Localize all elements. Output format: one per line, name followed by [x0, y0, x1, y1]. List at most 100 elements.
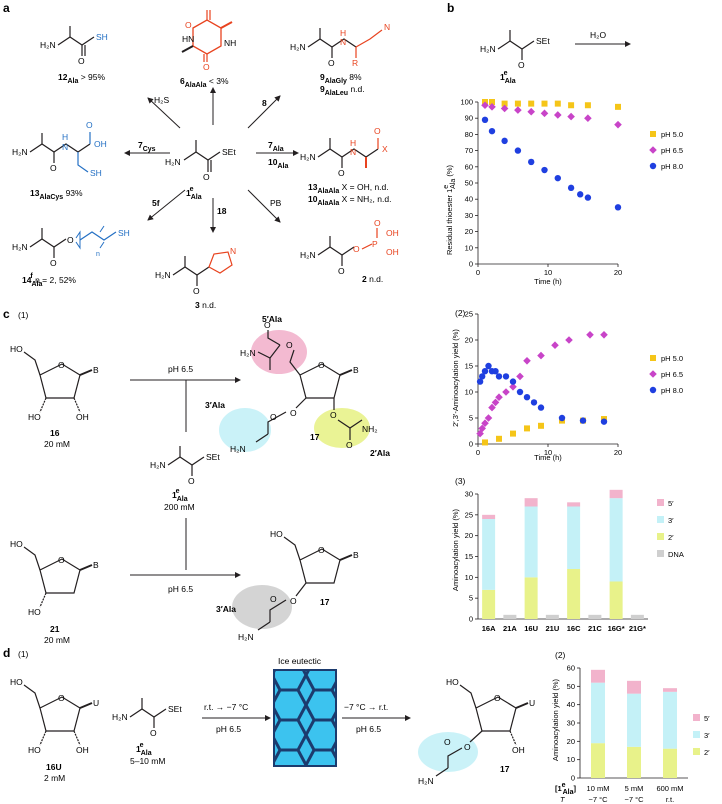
svg-text:OH: OH	[386, 247, 399, 257]
svg-text:pH 6.5: pH 6.5	[168, 364, 193, 374]
data-point	[523, 357, 531, 365]
data-point	[600, 331, 608, 339]
legend-label: pH 5.0	[661, 130, 683, 139]
svg-text:13AlaAla X = OH, n.d.: 13AlaAla X = OH, n.d.	[308, 182, 389, 195]
panel-c1-scheme: O HO B HO OH 16 20 mM pH 6.5 H₂N O SEt 1…	[10, 314, 390, 645]
svg-text:O: O	[58, 693, 65, 703]
data-point	[476, 429, 484, 438]
data-point	[568, 102, 575, 109]
data-point	[554, 100, 561, 107]
data-point	[584, 102, 591, 109]
panel-label-a: a	[3, 1, 10, 15]
legend-marker	[649, 386, 657, 394]
svg-text:R: R	[352, 58, 358, 68]
y-tick-label: 0	[571, 774, 575, 783]
category-label: 10 mM	[587, 784, 610, 793]
data-point	[496, 435, 502, 442]
data-point	[492, 368, 499, 375]
data-point	[501, 100, 508, 107]
category-label: 21A	[503, 624, 517, 633]
y-tick-label: 100	[460, 98, 473, 107]
svg-text:O: O	[185, 20, 192, 30]
data-point	[510, 430, 516, 437]
data-point	[488, 103, 496, 111]
data-point	[501, 137, 508, 145]
x-tick-label: 0	[476, 448, 480, 457]
svg-text:O: O	[353, 244, 360, 254]
svg-text:5–10 mM: 5–10 mM	[130, 756, 165, 766]
y-tick-label: 20	[567, 737, 575, 746]
compound-17-deoxy: O HO B O O H₂N 3′Ala 17	[216, 529, 359, 642]
svg-text:H₂N: H₂N	[290, 42, 306, 52]
y-tick-label: 0	[469, 615, 473, 624]
svg-text:1Alae: 1Alae	[500, 70, 516, 85]
svg-text:H: H	[62, 132, 68, 142]
bar-segment	[627, 680, 641, 694]
y-tick-label: 40	[465, 195, 473, 204]
svg-text:HO: HO	[10, 677, 23, 687]
reagent-5f: 5f	[152, 198, 160, 208]
svg-text:6AlaAla < 3%: 6AlaAla < 3%	[180, 76, 229, 89]
category-label: −7 °C	[624, 795, 644, 804]
data-point	[476, 378, 484, 385]
data-point	[565, 336, 573, 344]
svg-text:O: O	[58, 555, 65, 565]
svg-text:2 n.d.: 2 n.d.	[362, 274, 383, 284]
svg-text:20 mM: 20 mM	[44, 635, 70, 645]
category-label: r.t.	[666, 795, 674, 804]
subpanel-d2: (2)	[555, 650, 566, 660]
bar-segment	[524, 498, 538, 507]
svg-text:O: O	[338, 266, 345, 276]
data-point	[482, 439, 488, 446]
data-point	[538, 422, 544, 429]
data-point	[614, 204, 622, 211]
svg-text:H₂N: H₂N	[418, 776, 434, 786]
compound-13alaala: H₂N O H N O X 13AlaAla X = OH, n.d. 10Al…	[300, 126, 391, 207]
bar-segment	[627, 746, 641, 778]
svg-text:n: n	[96, 251, 100, 258]
svg-text:pH 6.5: pH 6.5	[216, 724, 241, 734]
compound-1ala-c: H₂N O SEt 1Alae 200 mM	[150, 446, 220, 512]
svg-text:O: O	[374, 218, 381, 228]
chart-c2-ylabel: 2′,3′-Aminoacylation yield (%)	[451, 329, 460, 427]
bar-segment	[591, 743, 605, 778]
data-point	[502, 373, 510, 380]
svg-text:SEt: SEt	[168, 704, 182, 714]
panel-label-d: d	[3, 646, 10, 660]
svg-text:HO: HO	[270, 529, 283, 539]
svg-text:O: O	[264, 320, 271, 330]
data-point	[509, 378, 517, 385]
subpanel-c3: (3)	[455, 476, 466, 486]
svg-text:H₂N: H₂N	[300, 152, 316, 162]
tag-3ala: 3′Ala	[205, 400, 225, 410]
legend-label: pH 8.0	[661, 162, 683, 171]
svg-text:H₂N: H₂N	[112, 712, 128, 722]
svg-text:21: 21	[50, 624, 60, 634]
data-point	[514, 147, 522, 154]
legend-label: 5′	[704, 714, 710, 723]
data-point	[530, 399, 538, 406]
y-tick-label: 0	[469, 440, 473, 449]
data-point	[528, 100, 535, 107]
svg-text:14Alaf n = 2, 52%: 14Alaf n = 2, 52%	[22, 273, 76, 288]
data-point	[481, 101, 489, 110]
svg-text:HN: HN	[182, 34, 194, 44]
data-point	[524, 425, 530, 432]
reagent-pb: PB	[270, 198, 282, 208]
data-point	[528, 158, 535, 166]
panel-b-scheme: H₂N O SEt 1Alae H₂O	[480, 30, 631, 85]
svg-text:H: H	[350, 138, 356, 148]
data-point	[516, 388, 524, 396]
svg-text:10Ala: 10Ala	[268, 157, 288, 170]
bar-segment	[609, 489, 623, 499]
category-label: 16A	[482, 624, 496, 633]
svg-text:P: P	[372, 239, 378, 249]
x-tick-label: 20	[614, 448, 622, 457]
chart-b1-ylabel: Residual thioester 1eAla (%)	[443, 164, 457, 255]
data-point	[481, 116, 489, 124]
x-tick-label: 10	[544, 448, 552, 457]
svg-text:O: O	[188, 476, 195, 486]
compound-1ala: O SEt H₂N 1Alae	[165, 140, 236, 201]
svg-text:N: N	[384, 22, 390, 32]
